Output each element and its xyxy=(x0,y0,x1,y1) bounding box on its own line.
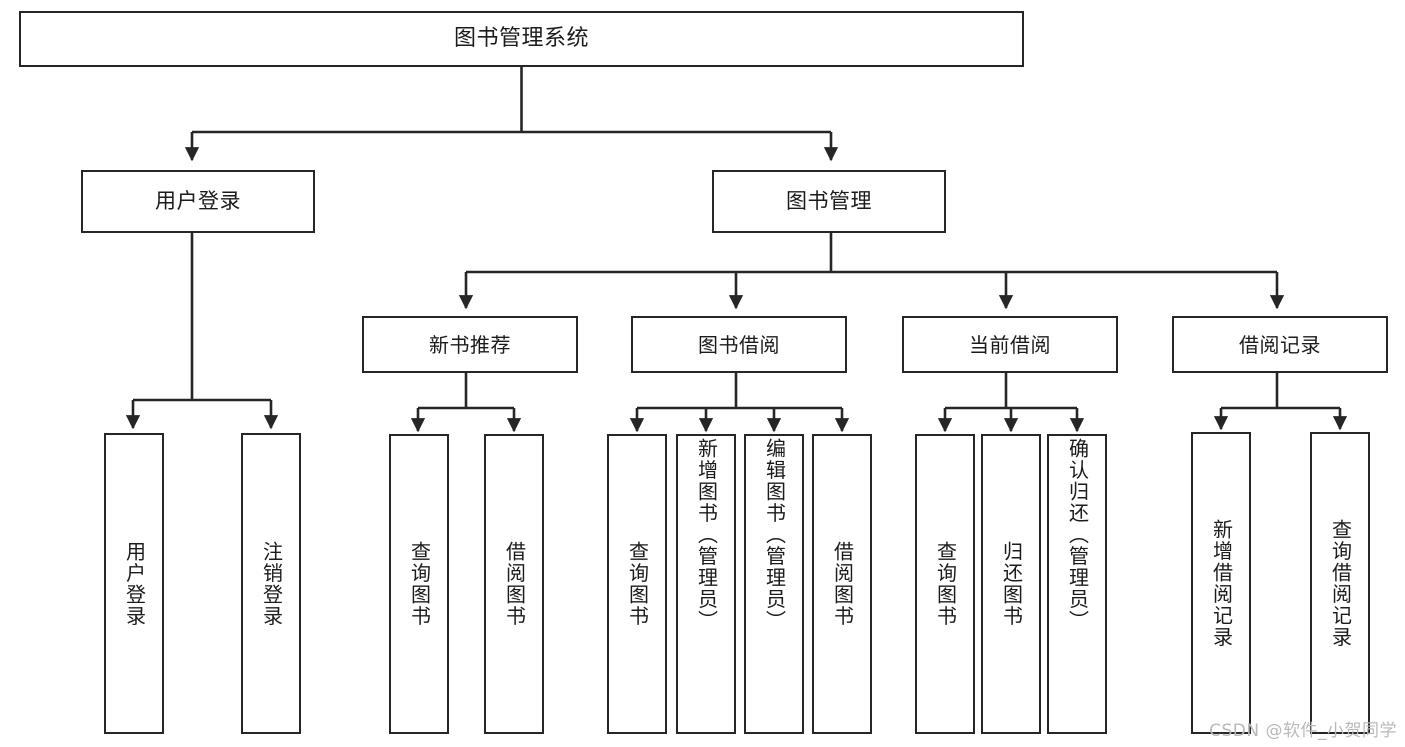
node-current-borrow-label: 当前借阅 xyxy=(969,332,1051,357)
node-book-management-label: 图书管理 xyxy=(786,188,872,213)
leaf-recommend-borrow-book[interactable]: 借阅图书 xyxy=(484,434,544,734)
leaf-label: 查询借阅记录 xyxy=(1328,518,1353,648)
leaf-current-confirm-return-admin[interactable]: 确认归还（管理员） xyxy=(1047,434,1107,734)
leaf-label: 用户登录 xyxy=(122,540,147,627)
node-borrow-record[interactable]: 借阅记录 xyxy=(1172,316,1388,373)
leaf-label: 查询图书 xyxy=(933,541,958,627)
leaf-label: 新增图书（管理员） xyxy=(694,438,719,632)
watermark-text: CSDN @软件_小贺同学 xyxy=(1209,721,1397,741)
node-root-label: 图书管理系统 xyxy=(453,25,589,51)
node-new-book-recommend-label: 新书推荐 xyxy=(429,332,511,357)
leaf-user-login-signout[interactable]: 注销登录 xyxy=(241,433,301,734)
node-book-borrow[interactable]: 图书借阅 xyxy=(631,316,847,373)
leaf-label: 确认归还（管理员） xyxy=(1065,438,1090,632)
leaf-recommend-query-book[interactable]: 查询图书 xyxy=(389,434,449,734)
leaf-label: 查询图书 xyxy=(625,541,650,627)
leaf-user-login-signin[interactable]: 用户登录 xyxy=(104,433,164,734)
leaf-label: 归还图书 xyxy=(999,541,1024,627)
leaf-record-add-record[interactable]: 新增借阅记录 xyxy=(1191,432,1251,734)
node-book-management[interactable]: 图书管理 xyxy=(712,170,946,233)
leaf-label: 注销登录 xyxy=(259,540,284,627)
leaf-record-query-record[interactable]: 查询借阅记录 xyxy=(1310,432,1370,734)
leaf-label: 新增借阅记录 xyxy=(1209,518,1234,648)
leaf-label: 借阅图书 xyxy=(830,541,855,627)
leaf-current-query-book[interactable]: 查询图书 xyxy=(915,434,975,734)
node-new-book-recommend[interactable]: 新书推荐 xyxy=(362,316,578,373)
node-book-borrow-label: 图书借阅 xyxy=(698,332,780,357)
leaf-borrow-add-book-admin[interactable]: 新增图书（管理员） xyxy=(676,434,736,734)
leaf-borrow-borrow-book[interactable]: 借阅图书 xyxy=(812,434,872,734)
node-borrow-record-label: 借阅记录 xyxy=(1239,332,1321,357)
leaf-borrow-query-book[interactable]: 查询图书 xyxy=(607,434,667,734)
leaf-borrow-edit-book-admin[interactable]: 编辑图书（管理员） xyxy=(744,434,804,734)
leaf-label: 借阅图书 xyxy=(502,541,527,627)
leaf-label: 查询图书 xyxy=(407,541,432,627)
node-user-login[interactable]: 用户登录 xyxy=(81,170,315,233)
leaf-current-return-book[interactable]: 归还图书 xyxy=(981,434,1041,734)
node-root-system[interactable]: 图书管理系统 xyxy=(19,11,1024,67)
node-user-login-label: 用户登录 xyxy=(155,188,241,213)
node-current-borrow[interactable]: 当前借阅 xyxy=(902,316,1118,373)
leaf-label: 编辑图书（管理员） xyxy=(762,438,787,632)
